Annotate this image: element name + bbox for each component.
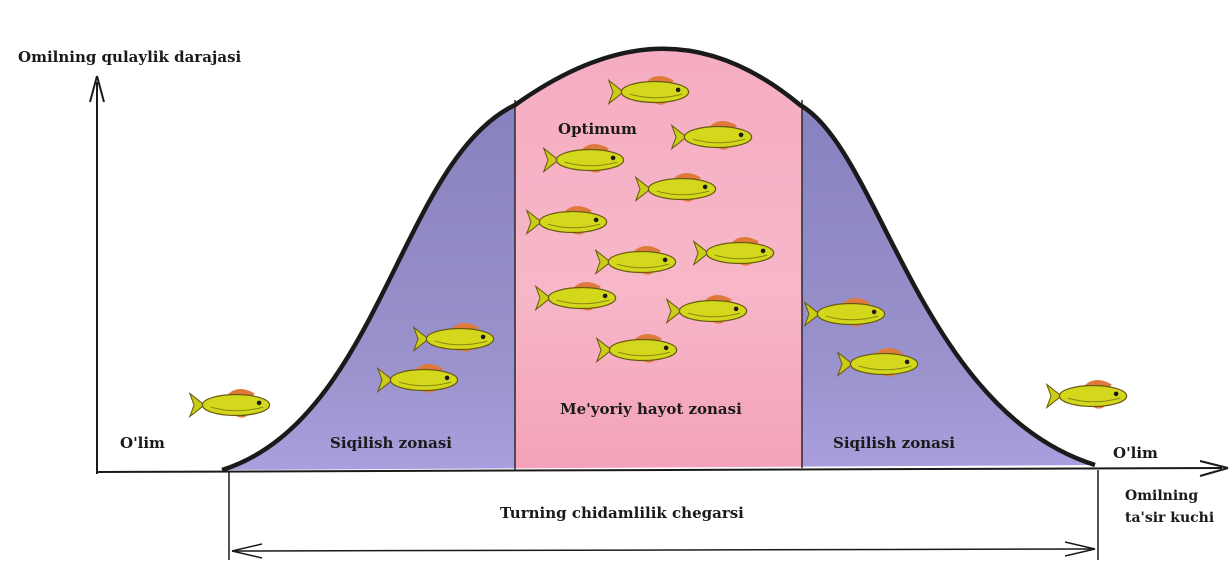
optimum-label: Optimum <box>558 120 637 138</box>
x-axis-label-line2: ta'sir kuchi <box>1125 510 1214 526</box>
death-label-right: O'lim <box>1113 444 1158 462</box>
y-axis-label: Omilning qulaylik darajasi <box>18 48 242 66</box>
fish-icon <box>1047 380 1127 409</box>
normal-zone-label: Me'yoriy hayot zonasi <box>560 400 742 418</box>
stress-zone-right-label: Siqilish zonasi <box>833 434 955 452</box>
fish-icon <box>190 389 270 418</box>
death-label-left: O'lim <box>120 434 165 452</box>
tolerance-range-label: Turning chidamlilik chegarsi <box>500 504 744 522</box>
x-axis-label-line1: Omilning <box>1125 488 1198 504</box>
tolerance-range-arrow <box>232 549 1095 551</box>
stress-zone-left-label: Siqilish zonasi <box>330 434 452 452</box>
stress-zone-right-fill <box>802 0 1112 480</box>
